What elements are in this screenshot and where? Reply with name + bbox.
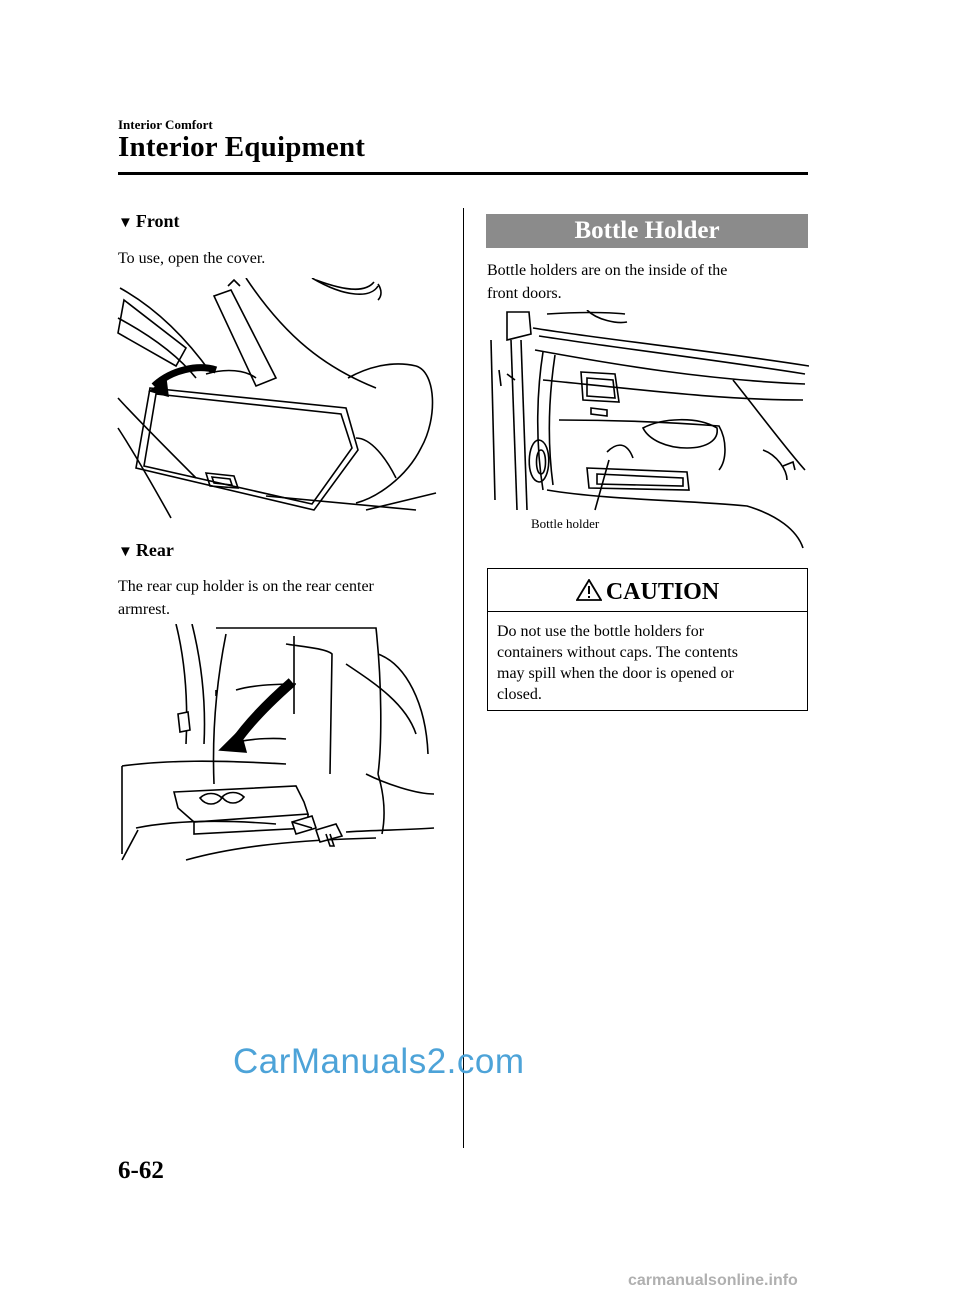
section-label: Interior Comfort [118, 117, 213, 132]
page-number: 6-62 [118, 1157, 164, 1184]
rear-text-line1: The rear cup holder is on the rear cente… [118, 578, 374, 595]
warning-triangle-icon [575, 578, 603, 601]
rear-text-line2: armrest. [118, 601, 170, 618]
rear-armrest-illustration [121, 624, 435, 861]
triangle-down-icon: ▼ [118, 215, 133, 231]
rear-heading: ▼Rear [118, 540, 174, 560]
front-console-illustration [117, 278, 437, 519]
watermark-logo: CarManuals2.com [233, 1042, 525, 1081]
column-divider [463, 208, 464, 1148]
bottle-holder-callout: Bottle holder [531, 516, 600, 531]
caution-box: CAUTION Do not use the bottle holders fo… [487, 568, 808, 711]
caution-text: Do not use the bottle holders for contai… [497, 623, 738, 703]
bottle-text-line1: Bottle holders are on the inside of the [487, 262, 728, 279]
caution-header: CAUTION [488, 569, 807, 612]
page-title: Interior Equipment [118, 131, 366, 163]
watermark-site: carmanualsonline.info [628, 1272, 798, 1289]
bottle-text-line2: front doors. [487, 285, 562, 302]
triangle-down-icon: ▼ [118, 544, 133, 560]
front-text: To use, open the cover. [118, 250, 266, 267]
front-heading: ▼Front [118, 211, 180, 231]
door-panel-illustration [490, 310, 809, 549]
bottle-holder-banner: Bottle Holder [486, 214, 808, 248]
header-rule [118, 172, 808, 175]
